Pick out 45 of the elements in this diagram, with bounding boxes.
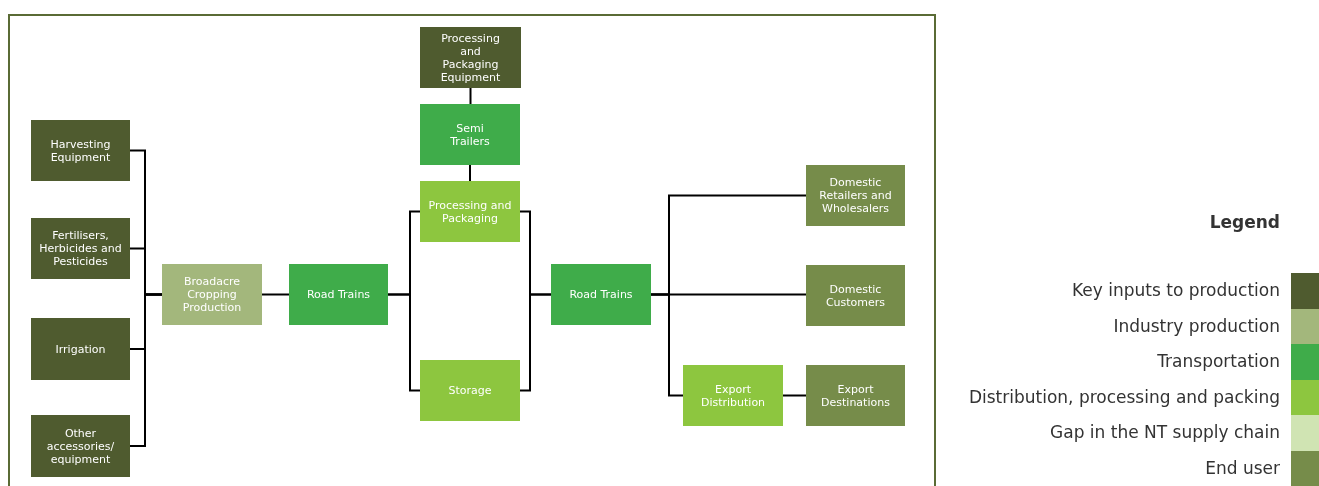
process-box: [31, 218, 130, 279]
process-box: [162, 264, 262, 325]
connector-line: [129, 293, 163, 447]
connector-line: [782, 394, 807, 397]
box-label: Road Trains: [569, 288, 633, 301]
process-box: [806, 265, 905, 326]
process-box: [31, 120, 130, 181]
box-label: Export Distribution: [699, 382, 767, 409]
box-label: Domestic Customers: [824, 282, 887, 309]
box-label: Export Destinations: [820, 382, 891, 409]
process-box: [420, 181, 520, 242]
process-box: [420, 27, 521, 88]
connector-line: [387, 293, 421, 392]
box-label: Semi Trailers: [449, 121, 491, 148]
process-box: [683, 365, 783, 426]
legend-title: Legend: [1209, 212, 1280, 232]
box-label: Broadacre Cropping Production: [181, 275, 243, 314]
legend-label: Distribution, processing and packing: [968, 386, 1280, 407]
process-box: [551, 264, 651, 325]
process-box: [806, 365, 905, 426]
process-box: [289, 264, 388, 325]
connector-line: [650, 293, 684, 397]
connector-line: [261, 293, 290, 296]
box-label: Processing and Packaging Equipment: [439, 31, 502, 84]
box-label: Fertilisers, Herbicides and Pesticides: [38, 229, 123, 268]
process-box: [31, 318, 130, 380]
connector-line: [519, 293, 552, 392]
box-label: Irrigation: [55, 342, 106, 356]
connector-line: [469, 164, 471, 182]
box-label: Storage: [448, 384, 492, 397]
process-box: [31, 415, 130, 477]
box-label: Processing and Packaging: [428, 198, 512, 225]
legend-label: Key inputs to production: [1072, 280, 1280, 300]
process-box: [420, 360, 520, 421]
legend-label: Gap in the NT supply chain: [1050, 422, 1280, 442]
process-box: [420, 104, 520, 165]
legend-label: Industry production: [1113, 315, 1280, 336]
box-label: Other accessories/ equipment: [46, 426, 115, 466]
legend-label: End user: [1205, 457, 1280, 478]
box-label: Harvesting Equipment: [49, 137, 112, 164]
legend-label: Transportation: [1157, 351, 1280, 371]
connector-line: [469, 87, 472, 105]
process-box: [806, 165, 905, 226]
box-label: Road Trains: [306, 288, 371, 301]
box-label: Domestic Retailers and Wholesalers: [818, 176, 893, 215]
